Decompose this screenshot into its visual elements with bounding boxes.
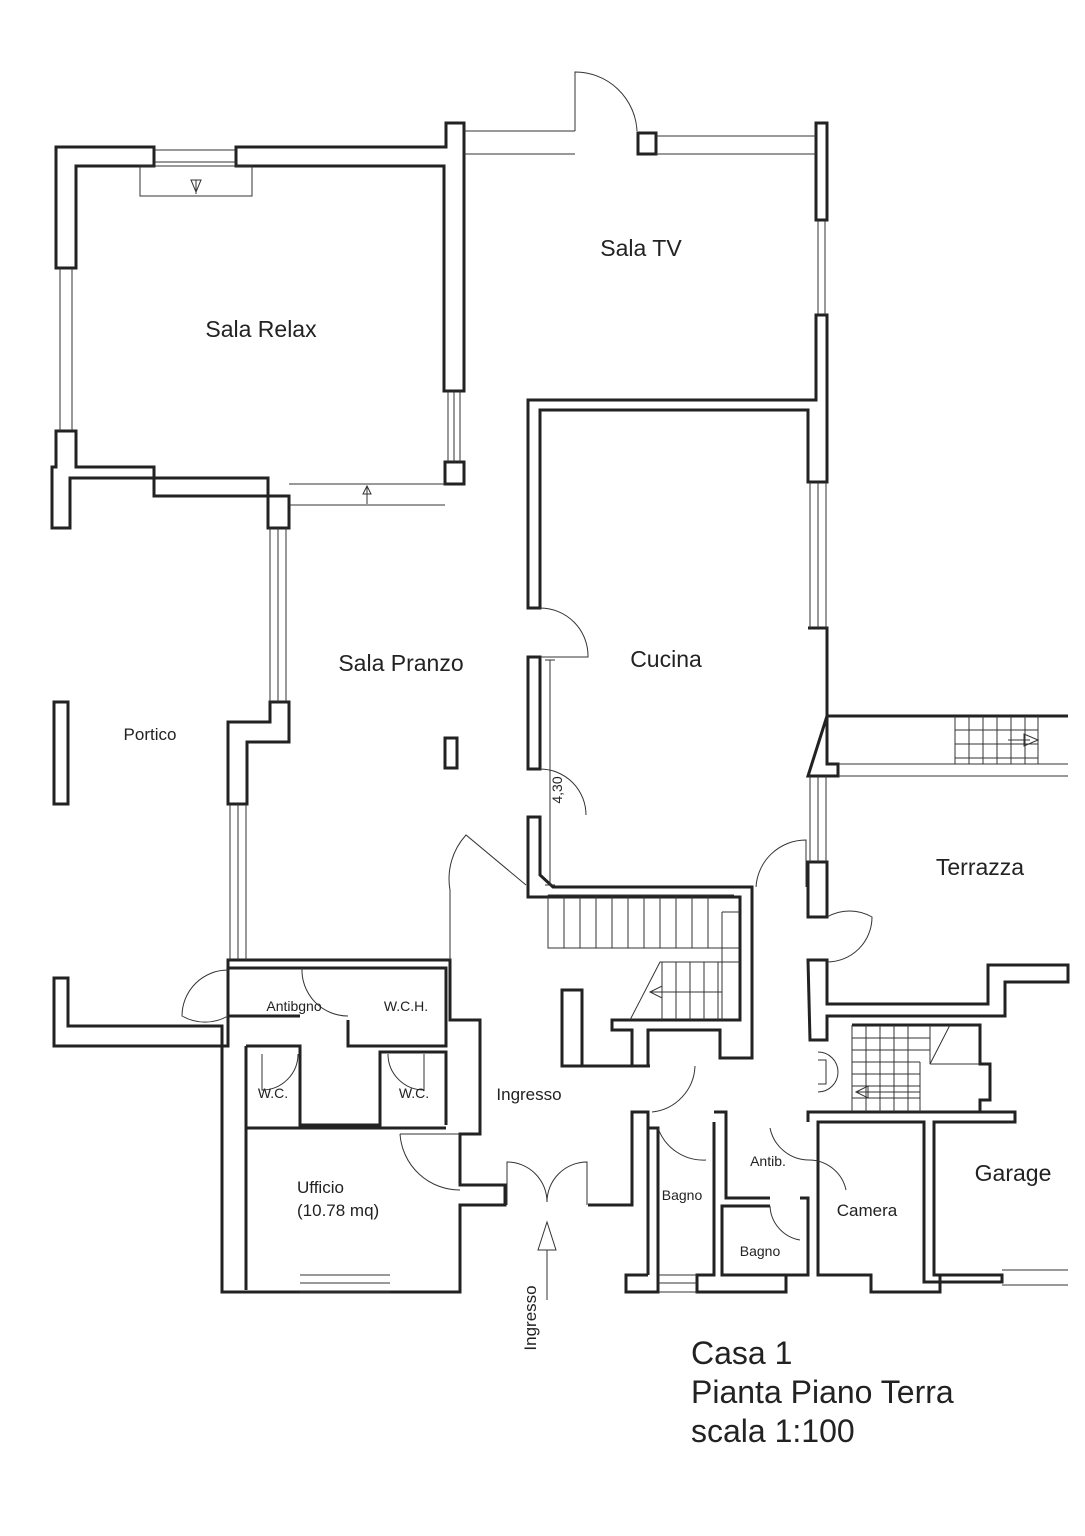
entrance-label: Ingresso [521, 1285, 540, 1350]
dimension-cucina: 4,30 [545, 659, 565, 886]
window-relax-top [139, 149, 253, 197]
window-relax-bottom-arrow [362, 484, 372, 495]
dimension-line [545, 659, 555, 886]
label-sala-relax: Sala Relax [205, 316, 317, 342]
label-sala-pranzo: Sala Pranzo [338, 650, 463, 676]
label-ingresso: Ingresso [496, 1085, 561, 1104]
stair-main-lower [629, 911, 740, 1021]
wall-portico-post [52, 700, 70, 806]
door-tv [574, 71, 638, 132]
title-block: Casa 1 Pianta Piano Terra scala 1:100 [691, 1335, 954, 1449]
label-bagno-2: Bagno [740, 1243, 781, 1259]
label-antibagno: Antibgno [266, 998, 321, 1014]
doors [181, 71, 873, 1241]
door-wch [301, 967, 349, 1017]
window-pranzo-left-low [229, 804, 247, 960]
window-cucina-right [809, 482, 827, 628]
terrace-edge [838, 763, 1068, 777]
wall-pillar-relax [443, 460, 466, 486]
windows [59, 130, 1068, 1293]
window-relax-left [59, 268, 73, 431]
wall-sala-tv-right-lower [526, 313, 829, 610]
door-wc-right [387, 1053, 425, 1091]
label-cucina: Cucina [630, 646, 702, 672]
stair-main-arrowhead [648, 985, 663, 999]
title-scale: scala 1:100 [691, 1413, 855, 1449]
wall-camera [786, 1110, 1017, 1294]
door-main-entrance [506, 1161, 588, 1205]
label-bagno-1: Bagno [662, 1187, 703, 1203]
walls [50, 121, 1070, 1294]
stair-garage [851, 1024, 980, 1112]
wall-sala-relax-top-right [234, 121, 466, 393]
window-pranzo-left [269, 528, 287, 702]
wall-stair-stub [560, 988, 584, 1068]
door-antibagno [181, 969, 229, 1023]
label-antib: Antib. [750, 1153, 786, 1169]
door-ufficio [399, 1133, 461, 1191]
door-wc-left [261, 1053, 299, 1091]
door-camera [807, 1159, 847, 1191]
wall-garage-stairs [852, 1023, 992, 1112]
window-garage [1002, 1269, 1068, 1286]
label-terrazza: Terrazza [936, 854, 1024, 880]
stair-main-treads [547, 894, 740, 1020]
window-bagno [658, 1274, 697, 1293]
dimension-label: 4,30 [549, 776, 565, 803]
label-ufficio-area: (10.78 mq) [297, 1201, 379, 1220]
window-cucina-right-low [809, 776, 827, 862]
wall-terrazza-post [806, 860, 829, 919]
door-pranzo [448, 834, 527, 960]
door-stair-garage [817, 1051, 839, 1093]
pillar-sala-pranzo [443, 736, 459, 770]
door-terrazza [826, 910, 873, 963]
door-cucina-upper [539, 607, 589, 658]
door-bagno-1 [657, 1127, 707, 1161]
door-stairs-ingresso [651, 1065, 696, 1113]
entrance-arrow-head [537, 1220, 557, 1251]
stair-terrazza [954, 716, 1039, 764]
label-garage: Garage [975, 1160, 1052, 1186]
wall-bagno-antib [695, 1110, 788, 1294]
room-labels: Sala Relax Sala TV Sala Pranzo Cucina Po… [124, 235, 1052, 1259]
wall-sala-pranzo-left [226, 700, 291, 806]
stairs [547, 716, 1040, 1112]
label-ufficio: Ufficio [297, 1178, 344, 1197]
stair-garage-arrowhead [854, 1085, 869, 1099]
label-wch: W.C.H. [384, 998, 428, 1014]
door-bagno-2 [769, 1205, 801, 1241]
label-sala-tv: Sala TV [600, 235, 682, 261]
wall-cucina-right [805, 626, 1068, 778]
wall-right-lower-block [588, 1110, 660, 1294]
title-plan: Pianta Piano Terra [691, 1374, 954, 1410]
label-wc-right: W.C. [399, 1085, 429, 1101]
wall-cucina-left-mid [526, 655, 542, 771]
door-ingresso-right [755, 839, 807, 888]
wall-bathroom-inner [228, 966, 448, 1290]
label-portico: Portico [124, 725, 177, 744]
window-tv-top [464, 130, 816, 155]
wall-bathroom-block [52, 958, 507, 1294]
wall-garage-top [806, 958, 1070, 1042]
label-camera: Camera [837, 1201, 898, 1220]
door-antib [769, 1127, 809, 1161]
wall-sala-tv-right-upper [814, 121, 829, 222]
wall-pillar-tv [636, 131, 658, 156]
window-relax-top-arrow [190, 179, 202, 194]
door-cucina-lower [539, 768, 587, 816]
label-wc-left: W.C. [258, 1085, 288, 1101]
entrance-marker: Ingresso [521, 1220, 557, 1351]
wall-sala-relax-bottom-left [50, 429, 291, 530]
stair-terrazza-arrowhead [1023, 733, 1040, 747]
window-ufficio [300, 1274, 390, 1293]
title-house: Casa 1 [691, 1335, 792, 1371]
window-relax-right [447, 391, 461, 462]
window-tv-right [817, 220, 826, 315]
wall-sala-relax-top-left [54, 145, 156, 270]
window-relax-bottom [289, 483, 445, 506]
